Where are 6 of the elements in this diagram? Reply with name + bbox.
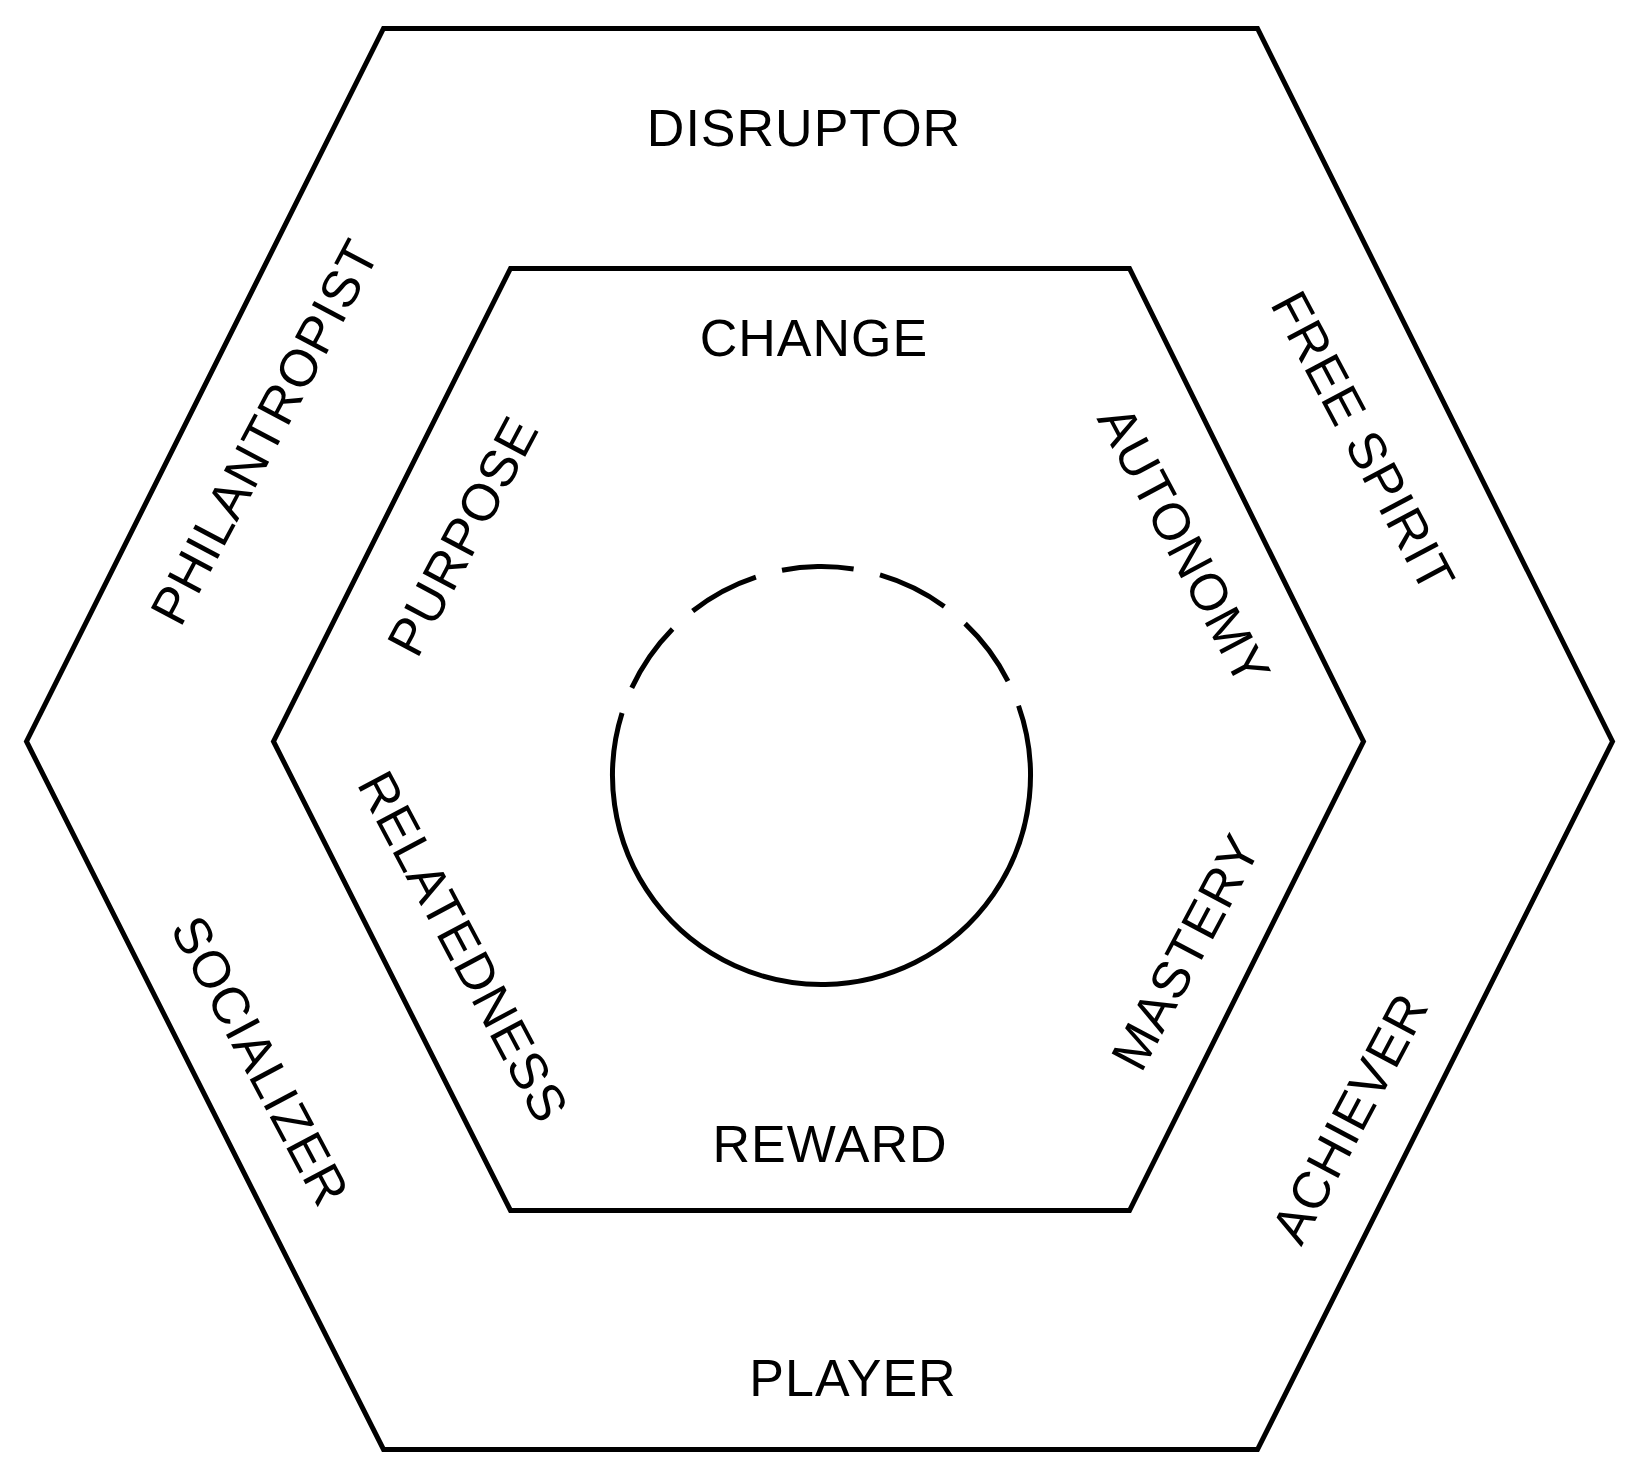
side-label: CHANGE <box>699 310 929 366</box>
side-label: PLAYER <box>749 1350 957 1406</box>
outer-hexagon <box>23 25 1615 1452</box>
side-label: REWARD <box>712 1116 948 1172</box>
side-label: DISRUPTOR <box>646 100 962 156</box>
circle-outline <box>609 563 1033 987</box>
